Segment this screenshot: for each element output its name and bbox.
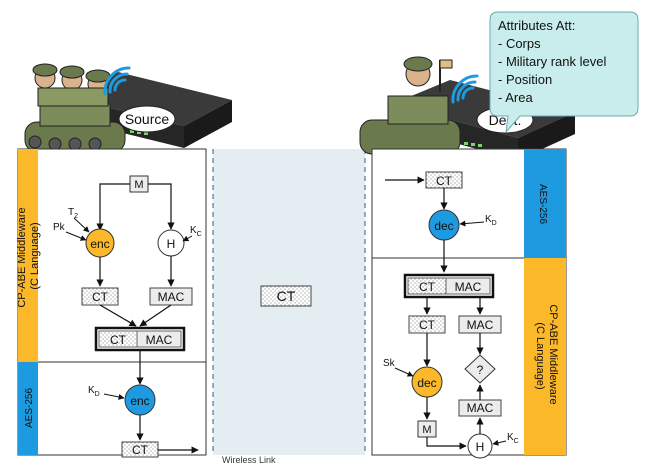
arrow-ct-to-combined [99, 304, 137, 327]
dest-wifi-icon [451, 74, 479, 104]
arrow-m-to-h [148, 183, 175, 230]
source-t2-label: T2 [68, 207, 78, 220]
dest-aes-label: AES-256 [537, 184, 548, 224]
source-enc-label: enc [90, 237, 109, 251]
source-kd-label: KD [88, 385, 100, 398]
arrow-kc-to-h [182, 235, 193, 242]
arrow-m-to-h [426, 437, 467, 450]
dest-ct-label: CT [419, 318, 436, 332]
arrow-m-to-enc [96, 183, 130, 231]
dest-verify-diamond [464, 354, 496, 384]
channel-ct-box [260, 285, 312, 307]
arrow-kd-to-aes-dec [459, 220, 485, 227]
dest-verify-label: ? [477, 363, 484, 377]
source-cpabe-label: CP-ABE Middleware (C Language) [16, 204, 41, 307]
dest-cpabe-bar [524, 258, 566, 455]
attributes-callout [489, 11, 639, 134]
wireless-link-label: Wireless Link [222, 455, 276, 465]
source-combined-mac-cell [136, 330, 182, 348]
dest-in-ct-label: CT [436, 174, 453, 188]
dest-h-label: H [476, 440, 485, 454]
source-combined-mac-label: MAC [146, 333, 173, 347]
source-out-ct-label: CT [132, 443, 149, 457]
source-pk-label: Pk [53, 222, 66, 233]
dest-computed-mac-label: MAC [467, 401, 494, 415]
dest-combined-ct-label: CT [419, 280, 436, 294]
attribute-item: - Area [498, 90, 533, 105]
source-aes-label: AES-256 [24, 388, 35, 428]
arrow-kc-to-h [492, 439, 507, 446]
dest-aes-bar [524, 149, 566, 258]
source-ct-label: CT [92, 290, 109, 304]
attribute-item: - Corps [498, 36, 541, 51]
dest-dec-label: dec [417, 376, 436, 390]
dest-aes-dec-label: dec [434, 219, 453, 233]
arrow-mac-to-combined [139, 304, 172, 327]
dest-tank-soldier-icon [359, 56, 461, 155]
dest-mac-label: MAC [467, 318, 494, 332]
dest-sk-label: Sk [383, 358, 396, 369]
arrow-sk-to-dec [394, 367, 414, 377]
source-m-label: M [134, 179, 143, 191]
source-kc-label: KC [190, 225, 202, 238]
source-mac-label: MAC [158, 290, 185, 304]
source-aes-enc-label: enc [130, 394, 149, 408]
arrow-kd-to-aes-enc [103, 393, 125, 400]
arrow-pk-to-enc [65, 231, 87, 241]
dest-cpabe-label: CP-ABE Middleware (C Language) [534, 304, 559, 407]
attributes-title: Attributes Att: [498, 18, 575, 33]
dest-combined-mac-cell [445, 277, 491, 295]
source-tank-soldiers-icon [24, 63, 126, 153]
attribute-item: - Military rank level [498, 54, 606, 69]
channel-ct-label: CT [277, 288, 296, 304]
source-aes-bar [18, 362, 38, 455]
source-cpabe-bar [18, 149, 38, 362]
dest-kc-label: KC [507, 432, 519, 445]
source-wifi-icon [103, 66, 131, 96]
attribute-item: - Position [498, 72, 552, 87]
source-label-bubble [118, 105, 176, 133]
source-combined-ct-label: CT [110, 333, 127, 347]
source-label: Source [125, 111, 170, 127]
source-h-label: H [167, 237, 176, 251]
dest-m-label: M [422, 424, 431, 436]
dest-kd-label: KD [485, 214, 497, 227]
arrow-t2-to-enc [73, 217, 90, 233]
dest-combined-mac-label: MAC [455, 280, 482, 294]
